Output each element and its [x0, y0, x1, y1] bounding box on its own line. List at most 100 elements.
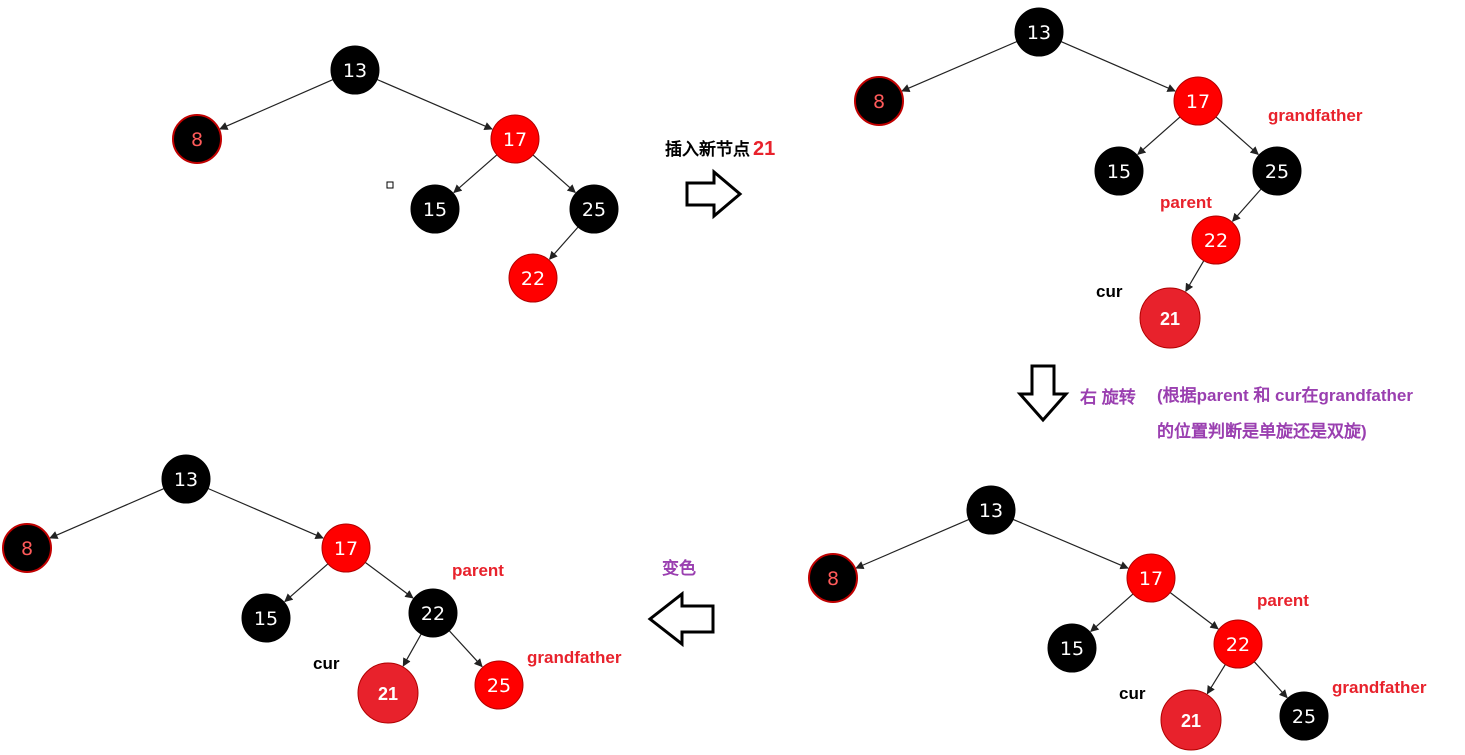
t4-cur-label: cur [313, 654, 340, 673]
rotate-label-a: 右 旋转 [1080, 387, 1136, 407]
rotate-label-b: (根据parent 和 cur在grandfather [1157, 385, 1413, 405]
tree4-edge-17-15 [284, 563, 329, 603]
t3-parent-label: parent [1257, 591, 1309, 610]
tree2-edge-13-17 [1060, 41, 1176, 92]
tree4-node-21-circle [357, 662, 419, 724]
tree1-node-17-label: 17 [503, 129, 527, 151]
tree2-node-25: 25 [1252, 146, 1302, 196]
small-square [386, 181, 394, 189]
t2-cur-label: cur [1096, 282, 1123, 301]
tree2-node-25-label: 25 [1265, 161, 1289, 183]
tree1-edge-13-8 [219, 79, 334, 130]
tree4-edge-17-22 [364, 561, 414, 599]
tree4-node-15-circle [241, 593, 291, 643]
tree1-edge-13-17 [376, 78, 493, 130]
tree3-node-25-label: 25 [1292, 706, 1316, 728]
tree4-node-22-circle [408, 588, 458, 638]
tree2-node-8-label: 8 [873, 91, 885, 113]
tree3-edge-17-15 [1090, 593, 1134, 632]
tree1-node-17: 17 [490, 114, 540, 164]
tree4-node-15-label: 15 [254, 608, 278, 630]
tree4-node-21: 21 [357, 662, 419, 724]
tree2-node-17-label: 17 [1186, 91, 1210, 113]
tree2-edge-13-8 [901, 40, 1018, 92]
tree1-node-22: 22 [508, 253, 558, 303]
tree3-node-25-circle [1279, 691, 1329, 741]
tree1-node-22-circle [508, 253, 558, 303]
tree2-node-13-circle [1014, 7, 1064, 57]
tree3-node-15-circle [1047, 623, 1097, 673]
tree1-node-15: 15 [410, 184, 460, 234]
tree2-node-8: 8 [854, 76, 904, 126]
tree4-edge-22-25 [448, 630, 483, 668]
tree4-node-22-label: 22 [421, 603, 445, 625]
tree2-node-15-circle [1094, 146, 1144, 196]
tree4-node-17-label: 17 [334, 538, 358, 560]
tree2-node-13-label: 13 [1027, 22, 1051, 44]
t3-grandfather-label: grandfather [1332, 678, 1427, 697]
tree4-node-8: 8 [2, 523, 52, 573]
t4-parent-label: parent [452, 561, 504, 580]
right-arrow-icon [685, 168, 743, 220]
tree3-node-17: 17 [1126, 553, 1176, 603]
tree4-node-21-label: 21 [378, 684, 398, 704]
tree1-node-15-circle [410, 184, 460, 234]
tree3-node-15-label: 15 [1060, 638, 1084, 660]
tree3-node-22-circle [1213, 619, 1263, 669]
tree1-node-17-circle [490, 114, 540, 164]
t2-grandfather-label: grandfather [1268, 106, 1363, 125]
tree4-node-13-label: 13 [174, 469, 198, 491]
tree4-node-13: 13 [161, 454, 211, 504]
tree2-node-15-label: 15 [1107, 161, 1131, 183]
tree3-edge-17-22 [1169, 592, 1219, 630]
tree1-edge-25-22 [549, 226, 579, 260]
tree2-node-17-circle [1173, 76, 1223, 126]
tree1-node-15-label: 15 [423, 199, 447, 221]
tree2-edge-17-15 [1137, 116, 1181, 155]
tree2-node-22-label: 22 [1204, 230, 1228, 252]
tree1-node-25: 25 [569, 184, 619, 234]
tree1-node-25-label: 25 [582, 199, 606, 221]
tree3-node-8-label: 8 [827, 568, 839, 590]
t3-cur-label: cur [1119, 684, 1146, 703]
tree2-edge-17-25 [1215, 116, 1259, 155]
tree3-node-8-circle [808, 553, 858, 603]
tree1-node-25-circle [569, 184, 619, 234]
tree1-node-22-label: 22 [521, 268, 545, 290]
tree3-edge-22-25 [1253, 661, 1288, 699]
tree3-node-13: 13 [966, 485, 1016, 535]
tree2-node-17: 17 [1173, 76, 1223, 126]
tree3-node-25: 25 [1279, 691, 1329, 741]
tree3-node-17-label: 17 [1139, 568, 1163, 590]
tree4-node-17-circle [321, 523, 371, 573]
tree3-node-21: 21 [1160, 689, 1222, 751]
tree2-node-22: 22 [1191, 215, 1241, 265]
tree1-edge-17-25 [532, 154, 576, 193]
t4-grandfather-label: grandfather [527, 648, 622, 667]
tree1-edge-17-15 [453, 154, 498, 194]
tree4-node-22: 22 [408, 588, 458, 638]
tree4-node-13-circle [161, 454, 211, 504]
tree3-node-21-label: 21 [1181, 711, 1201, 731]
rotate-label-line2: 的位置判断是单旋还是双旋) [1157, 421, 1367, 441]
tree1-node-13-circle [330, 45, 380, 95]
tree4-node-25-label: 25 [487, 675, 511, 697]
tree2-node-15: 15 [1094, 146, 1144, 196]
tree3-edge-13-8 [855, 518, 970, 569]
tree4-node-25: 25 [474, 660, 524, 710]
tree4-node-15: 15 [241, 593, 291, 643]
tree1-node-8: 8 [172, 114, 222, 164]
tree3-edge-13-17 [1012, 518, 1129, 570]
tree1-node-8-circle [172, 114, 222, 164]
tree3-node-8: 8 [808, 553, 858, 603]
recolor-label: 变色 [662, 558, 696, 578]
tree3-node-13-circle [966, 485, 1016, 535]
tree2-node-22-circle [1191, 215, 1241, 265]
tree2-node-21: 21 [1139, 287, 1201, 349]
tree3-node-15: 15 [1047, 623, 1097, 673]
tree4-edge-22-21 [402, 633, 422, 667]
insert-label-prefix: 插入新节点 [665, 139, 750, 159]
tree3-node-17-circle [1126, 553, 1176, 603]
